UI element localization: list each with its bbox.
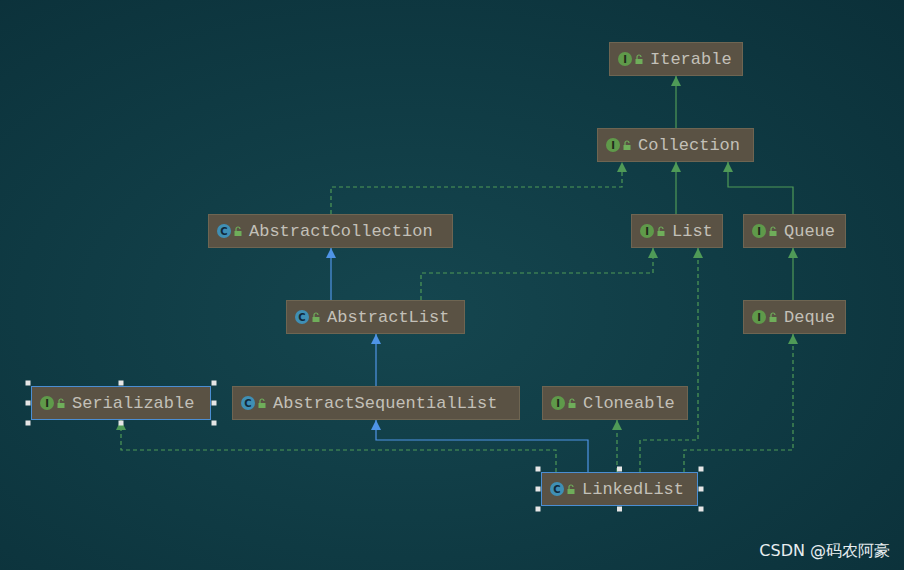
class-box: C AbstractCollection bbox=[208, 214, 453, 248]
selection-handle bbox=[26, 401, 31, 406]
kind-icon: I bbox=[40, 396, 54, 410]
kind-icon: C bbox=[295, 310, 309, 324]
arrow-head bbox=[326, 248, 336, 258]
visibility-icon bbox=[568, 398, 576, 408]
arrow-head bbox=[371, 420, 381, 430]
class-name: Serializable bbox=[72, 394, 194, 413]
selection-handle bbox=[536, 487, 541, 492]
class-name: List bbox=[672, 222, 713, 241]
visibility-icon bbox=[769, 226, 777, 236]
visibility-icon bbox=[567, 484, 575, 494]
visibility-icon bbox=[258, 398, 266, 408]
class-box: C AbstractSequentialList bbox=[232, 386, 520, 420]
selection-handle bbox=[536, 467, 541, 472]
class-box: I Queue bbox=[743, 214, 846, 248]
class-name: AbstractCollection bbox=[249, 222, 433, 241]
arrow-head bbox=[788, 248, 798, 258]
class-name: LinkedList bbox=[582, 480, 684, 499]
class-box: I Deque bbox=[743, 300, 846, 334]
visibility-icon bbox=[57, 398, 65, 408]
arrow-head bbox=[648, 248, 658, 258]
class-box: C LinkedList bbox=[541, 472, 698, 506]
class-box: I List bbox=[631, 214, 723, 248]
implements-connector bbox=[116, 420, 556, 472]
extends-connector bbox=[326, 248, 336, 300]
implements-connector bbox=[684, 334, 798, 472]
arrow-head bbox=[671, 76, 681, 86]
extends-connector bbox=[371, 420, 588, 472]
arrow-head bbox=[371, 334, 381, 344]
selection-handle bbox=[699, 487, 704, 492]
class-name: Collection bbox=[638, 136, 740, 155]
visibility-icon bbox=[312, 312, 320, 322]
arrow-head bbox=[788, 334, 798, 344]
selection-handle bbox=[699, 507, 704, 512]
arrow-head bbox=[612, 420, 622, 430]
selection-handle bbox=[617, 507, 622, 512]
connector-line bbox=[421, 248, 653, 300]
arrow-head bbox=[671, 162, 681, 172]
extends-connector bbox=[371, 334, 381, 386]
implements-connector bbox=[612, 420, 622, 472]
kind-icon: I bbox=[606, 138, 620, 152]
class-name: Deque bbox=[784, 308, 835, 327]
selection-handle bbox=[26, 421, 31, 426]
visibility-icon bbox=[657, 226, 665, 236]
kind-icon: I bbox=[752, 310, 766, 324]
kind-icon: I bbox=[551, 396, 565, 410]
extends-connector bbox=[671, 76, 681, 128]
visibility-icon bbox=[234, 226, 242, 236]
visibility-icon bbox=[635, 54, 643, 64]
class-box: I Iterable bbox=[609, 42, 743, 76]
selection-handle bbox=[212, 421, 217, 426]
arrow-head bbox=[723, 162, 733, 172]
implements-connector bbox=[331, 162, 627, 214]
connector-line bbox=[640, 248, 698, 472]
arrow-head bbox=[617, 162, 627, 172]
class-box: C AbstractList bbox=[286, 300, 465, 334]
implements-connector bbox=[640, 248, 703, 472]
selection-handle bbox=[617, 467, 622, 472]
connector-line bbox=[121, 420, 556, 472]
connector-line bbox=[331, 162, 622, 214]
selection-handle bbox=[119, 421, 124, 426]
class-name: Queue bbox=[784, 222, 835, 241]
class-name: Cloneable bbox=[583, 394, 675, 413]
kind-icon: I bbox=[752, 224, 766, 238]
kind-icon: C bbox=[217, 224, 231, 238]
selection-handle bbox=[699, 467, 704, 472]
arrow-head bbox=[693, 248, 703, 258]
selection-handle bbox=[536, 507, 541, 512]
class-box: I Collection bbox=[597, 128, 754, 162]
class-box: I Cloneable bbox=[542, 386, 688, 420]
connector-line bbox=[376, 420, 588, 472]
arrow-head bbox=[116, 420, 126, 430]
class-box: I Serializable bbox=[31, 386, 211, 420]
selection-handle bbox=[212, 401, 217, 406]
class-name: AbstractList bbox=[327, 308, 449, 327]
kind-icon: C bbox=[241, 396, 255, 410]
class-name: AbstractSequentialList bbox=[273, 394, 497, 413]
visibility-icon bbox=[623, 140, 631, 150]
connector-line bbox=[684, 334, 793, 472]
kind-icon: C bbox=[550, 482, 564, 496]
selection-handle bbox=[119, 381, 124, 386]
extends-connector bbox=[671, 162, 681, 214]
extends-connector bbox=[788, 248, 798, 300]
visibility-icon bbox=[769, 312, 777, 322]
kind-icon: I bbox=[618, 52, 632, 66]
kind-icon: I bbox=[640, 224, 654, 238]
class-name: Iterable bbox=[650, 50, 732, 69]
connector-line bbox=[728, 162, 793, 214]
implements-connector bbox=[421, 248, 658, 300]
selection-handle bbox=[212, 381, 217, 386]
watermark: CSDN @码农阿豪 bbox=[759, 541, 890, 562]
extends-connector bbox=[723, 162, 793, 214]
selection-handle bbox=[26, 381, 31, 386]
